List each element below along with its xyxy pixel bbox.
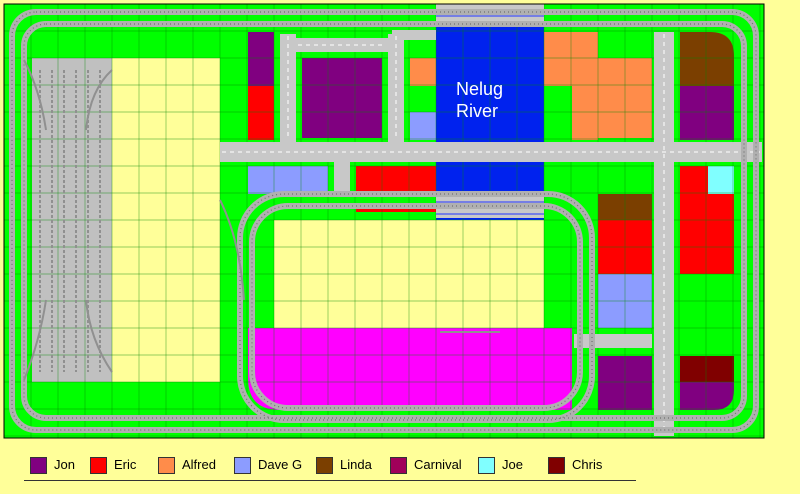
legend-swatch (158, 457, 175, 474)
legend-swatch (90, 457, 107, 474)
eric-plot (248, 86, 274, 140)
road (574, 334, 652, 348)
eric-plot (356, 166, 436, 194)
dave-g-plot (410, 112, 436, 140)
legend-label: Dave G (258, 457, 303, 472)
legend-label: Alfred (182, 457, 216, 472)
river-label-line1: Nelug (456, 79, 504, 99)
legend-swatch (390, 457, 407, 474)
baseplate-grid (4, 4, 764, 438)
legend-label: Chris (572, 457, 603, 472)
alfred-plot (572, 86, 598, 140)
jon-plot (680, 86, 734, 140)
legend-swatch (234, 457, 251, 474)
dave-g-plot (248, 166, 328, 194)
jon-plot (248, 32, 274, 86)
legend-swatch (478, 457, 495, 474)
legend-swatch (316, 457, 333, 474)
road (392, 30, 436, 40)
legend-label: Linda (340, 457, 372, 472)
legend-label: Eric (114, 457, 137, 472)
board-border (3, 3, 765, 439)
legend: Jon Eric Alfred Dave G Linda Carnival Jo… (24, 452, 636, 481)
road-markings (222, 34, 760, 434)
road (334, 162, 350, 194)
yard-switches (23, 59, 500, 381)
carnival-area (248, 328, 572, 410)
road (220, 142, 762, 162)
track-ties (11, 11, 757, 431)
legend-swatch (30, 457, 47, 474)
joe-plot (708, 166, 734, 194)
river-label: Nelug River (456, 78, 503, 122)
river-label-line2: River (456, 101, 499, 121)
jon-plot (680, 32, 734, 86)
legend-label: Carnival (414, 457, 462, 472)
jon-plot (302, 58, 382, 138)
jon-plot (680, 382, 734, 410)
legend-swatch (548, 457, 565, 474)
legend-label: Jon (54, 457, 75, 472)
alfred-plot (410, 58, 436, 86)
chris-plot (680, 356, 734, 382)
legend-label: Joe (502, 457, 523, 472)
